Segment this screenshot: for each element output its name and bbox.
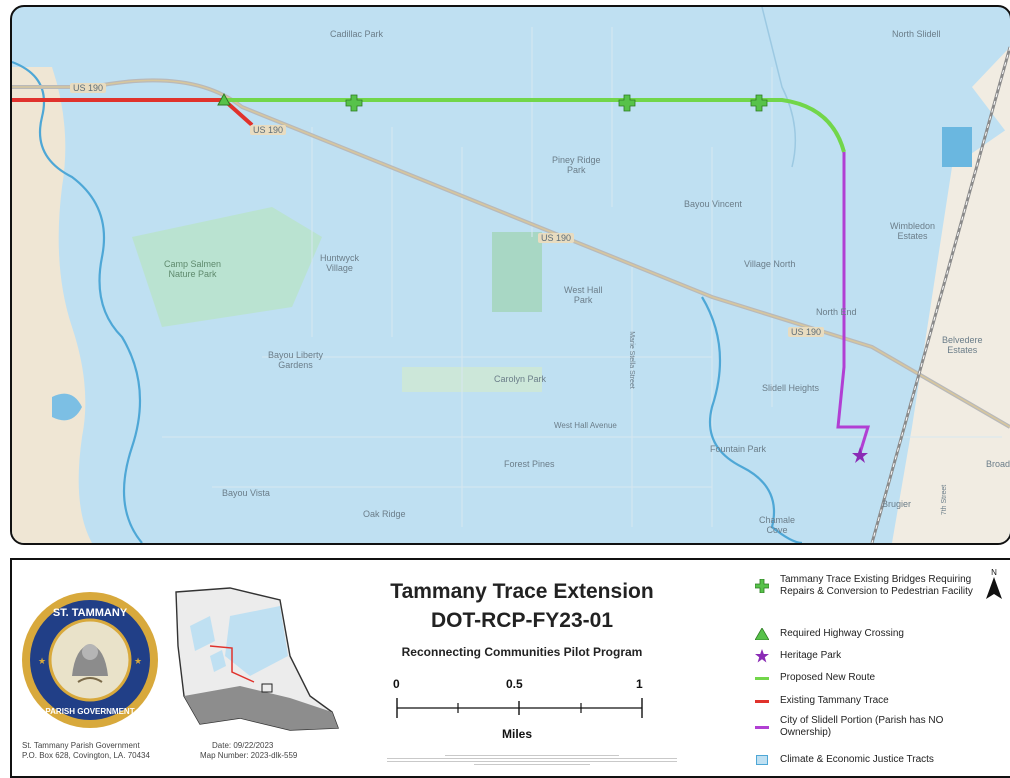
place-label: Broad bbox=[986, 459, 1010, 469]
green-line-swatch bbox=[752, 670, 772, 686]
street-label: 7th Street bbox=[941, 484, 949, 516]
place-label: Oak Ridge bbox=[363, 509, 406, 519]
map-title: Tammany Trace Extension bbox=[390, 580, 654, 603]
road-label-us190: US 190 bbox=[250, 125, 287, 135]
place-label: Bayou Vincent bbox=[684, 199, 742, 209]
north-label: N bbox=[991, 568, 997, 577]
place-label: Brugier bbox=[882, 499, 912, 509]
place-label: Bayou Liberty Gardens bbox=[268, 350, 324, 370]
place-label: Village North bbox=[744, 259, 796, 269]
map-number: Map Number: 2023-dlk-559 bbox=[200, 751, 298, 760]
legend-label: City of Slidell Portion (Parish has NO O… bbox=[780, 715, 944, 738]
legend-label: Heritage Park bbox=[780, 650, 842, 661]
legend-item-highway-crossing: Required Highway Crossing bbox=[752, 626, 980, 642]
scale-tick-label: 0 bbox=[393, 677, 400, 691]
legend-item-proposed-route: Proposed New Route bbox=[752, 670, 980, 686]
blue-box-swatch bbox=[752, 752, 772, 768]
svg-text:ST. TAMMANY: ST. TAMMANY bbox=[53, 607, 128, 619]
legend-label: Proposed New Route bbox=[780, 672, 876, 683]
place-label: North End bbox=[816, 307, 857, 317]
scale-tick-label: 0.5 bbox=[506, 677, 523, 691]
place-label: Slidell Heights bbox=[762, 383, 820, 393]
legend-label: Tammany Trace Existing Bridges Requiring… bbox=[780, 574, 973, 597]
parish-seal-logo: ST. TAMMANY PARISH GOVERNMENT ★ ★ bbox=[22, 592, 158, 728]
legend-item-slidell-portion: City of Slidell Portion (Parish has NO O… bbox=[752, 715, 980, 739]
green-triangle-icon bbox=[752, 626, 772, 642]
north-arrow-icon bbox=[986, 577, 1002, 599]
disclaimer-fineprint bbox=[387, 753, 677, 769]
red-line-swatch bbox=[752, 693, 772, 709]
legend-label: Climate & Economic Justice Tracts bbox=[780, 754, 934, 765]
green-cross-icon bbox=[752, 578, 772, 594]
svg-text:★: ★ bbox=[134, 656, 142, 666]
parish-locator-map bbox=[175, 587, 339, 731]
street-label: West Hall Avenue bbox=[554, 421, 617, 430]
legend-item-existing-trace: Existing Tammany Trace bbox=[752, 693, 980, 709]
legend-label: Existing Tammany Trace bbox=[780, 695, 889, 706]
place-label: Huntwyck Village bbox=[320, 253, 360, 273]
place-label: North Slidell bbox=[892, 29, 941, 39]
place-label: Fountain Park bbox=[710, 444, 767, 454]
place-label: Chamale Cove bbox=[759, 515, 796, 535]
map-date: Date: 09/22/2023 bbox=[212, 741, 274, 750]
place-label: Belvedere Estates bbox=[942, 335, 983, 355]
place-label: Forest Pines bbox=[504, 459, 555, 469]
map-subtitle: DOT-RCP-FY23-01 bbox=[430, 609, 614, 632]
purple-line-swatch bbox=[752, 719, 772, 735]
legend-panel: ST. TAMMANY PARISH GOVERNMENT ★ ★ St. Ta… bbox=[10, 558, 1010, 778]
map-canvas bbox=[12, 7, 1010, 543]
purple-star-icon bbox=[752, 648, 772, 664]
svg-text:PARISH GOVERNMENT: PARISH GOVERNMENT bbox=[45, 707, 134, 716]
org-address: P.O. Box 628, Covington, LA. 70434 bbox=[22, 751, 150, 760]
scale-units: Miles bbox=[502, 727, 533, 741]
road-label-us190: US 190 bbox=[788, 327, 825, 337]
map-panel[interactable]: Cadillac Park North Slidell Piney Ridge … bbox=[10, 5, 1010, 545]
program-name: Reconnecting Communities Pilot Program bbox=[401, 645, 643, 659]
scale-tick-label: 1 bbox=[636, 677, 643, 691]
place-label: Bayou Vista bbox=[222, 488, 270, 498]
place-label: Wimbledon Estates bbox=[890, 221, 936, 241]
legend-label: Required Highway Crossing bbox=[780, 628, 904, 639]
road-label-us190: US 190 bbox=[70, 83, 107, 93]
north-arrow: N bbox=[984, 568, 1004, 606]
place-label: Carolyn Park bbox=[494, 374, 547, 384]
place-label: Camp Salmen Nature Park bbox=[164, 259, 222, 279]
place-label: West Hall Park bbox=[564, 285, 603, 305]
street-label: Marie Stella Street bbox=[627, 331, 635, 389]
road-label-us190: US 190 bbox=[538, 233, 575, 243]
svg-text:★: ★ bbox=[38, 656, 46, 666]
place-label: Cadillac Park bbox=[330, 29, 384, 39]
legend-item-heritage-park: Heritage Park bbox=[752, 648, 980, 664]
legend-item-bridges: Tammany Trace Existing Bridges Requiring… bbox=[752, 574, 980, 598]
legend-item-justice-tracts: Climate & Economic Justice Tracts bbox=[752, 752, 980, 768]
scale-bar bbox=[396, 698, 643, 718]
place-label: Piney Ridge Park bbox=[552, 155, 601, 175]
org-name: St. Tammany Parish Government bbox=[22, 741, 140, 750]
